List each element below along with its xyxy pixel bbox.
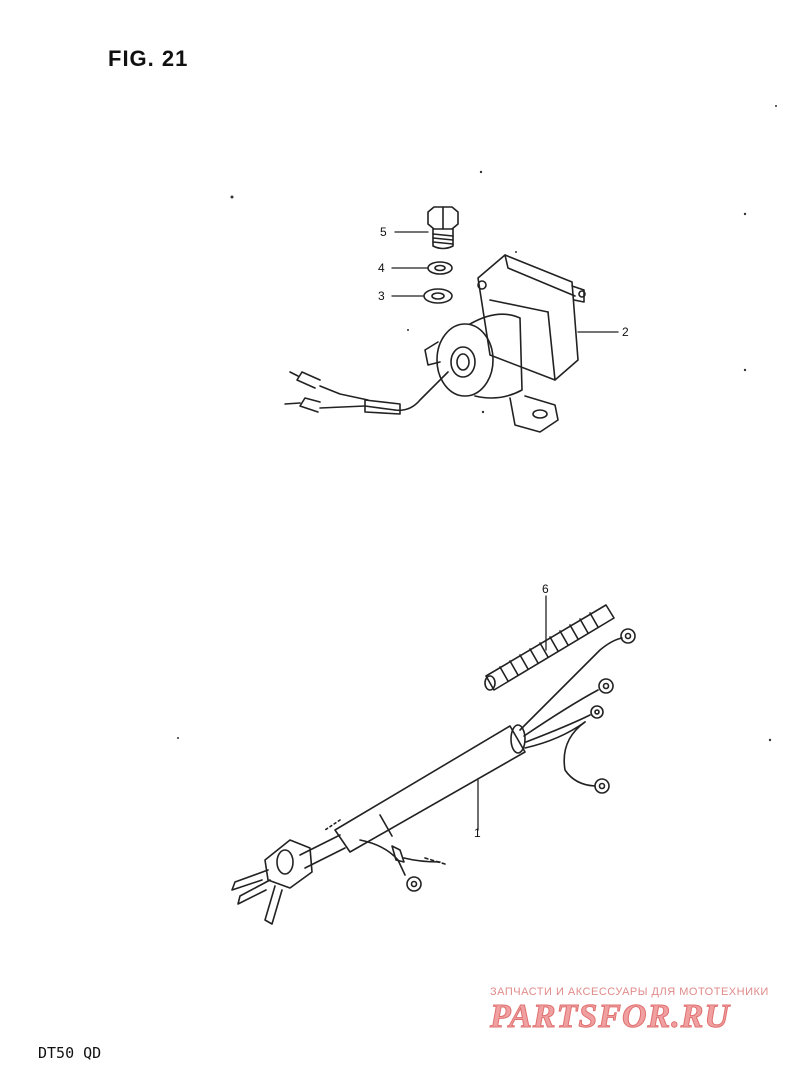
leader-lines [391,231,619,831]
callout-4: 4 [378,261,385,275]
callout-3: 3 [378,289,385,303]
washer-part-3 [423,288,453,304]
protective-tube-part-6 [484,604,615,691]
callout-2: 2 [622,325,629,339]
lock-washer-part-4 [427,261,453,275]
scan-specks [177,105,777,742]
watermark-logo: PARTSFOR.RU [490,998,730,1036]
callout-6: 6 [542,582,549,596]
wiring-harness-part-1 [231,628,636,925]
starter-relay-part-2 [284,254,586,433]
callout-5: 5 [380,225,387,239]
figure-title: FIG. 21 [108,46,189,71]
watermark-tagline: ЗАПЧАСТИ И АКСЕССУАРЫ ДЛЯ МОТОТЕХНИКИ [490,986,769,998]
callout-1: 1 [474,826,481,840]
model-label: DT50 QD [38,1044,102,1062]
bolt-part-5 [427,206,459,250]
